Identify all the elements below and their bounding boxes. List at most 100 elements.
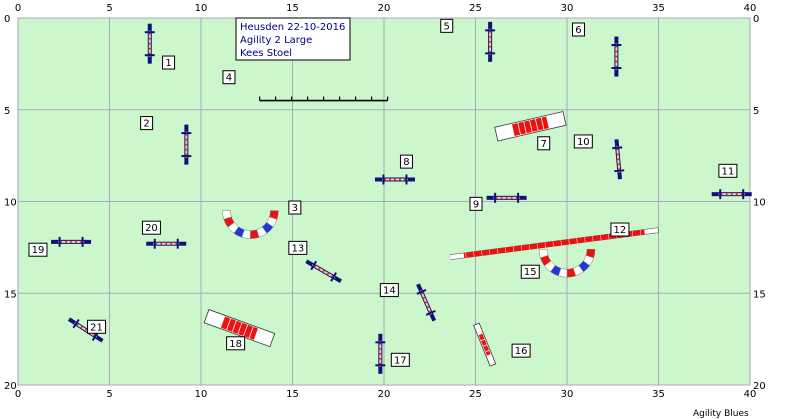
- y-tick-label-left: 5: [4, 106, 10, 117]
- obstacle-number-18: 18: [226, 336, 246, 351]
- x-tick-label-bottom: 10: [195, 389, 208, 400]
- svg-text:18: 18: [229, 339, 242, 350]
- x-tick-label-top: 40: [744, 3, 757, 14]
- obstacle-number-21: 21: [87, 319, 107, 334]
- svg-text:15: 15: [524, 267, 537, 278]
- obstacle-jump: [181, 124, 192, 165]
- obstacle-number-2: 2: [140, 116, 154, 131]
- svg-text:11: 11: [722, 166, 735, 177]
- obstacle-number-19: 19: [28, 242, 48, 257]
- obstacle-jump: [611, 36, 622, 77]
- svg-text:1: 1: [165, 58, 171, 69]
- obstacle-number-5: 5: [440, 18, 454, 33]
- x-tick-label-top: 0: [15, 3, 21, 14]
- obstacle-jump: [711, 189, 752, 200]
- obstacle-number-1: 1: [162, 55, 176, 70]
- obstacle-tunnel-u: [222, 210, 279, 239]
- obstacle-number-9: 9: [469, 196, 483, 211]
- obstacle-number-4: 4: [222, 70, 236, 85]
- obstacle-jump: [67, 317, 104, 343]
- header-info-box: Heusden 22-10-2016 Agility 2 Large Kees …: [235, 17, 351, 61]
- svg-text:3: 3: [292, 203, 298, 214]
- obstacle-number-6: 6: [571, 22, 585, 37]
- y-tick-label-left: 20: [4, 381, 17, 392]
- grid-lines: [17, 17, 751, 386]
- x-tick-label-bottom: 15: [286, 389, 299, 400]
- svg-text:20: 20: [145, 223, 158, 234]
- svg-text:21: 21: [90, 322, 103, 333]
- obstacle-number-7: 7: [537, 136, 551, 151]
- obstacle-tunnel-u: [538, 248, 596, 278]
- obstacle-number-15: 15: [520, 264, 540, 279]
- x-tick-label-bottom: 25: [469, 389, 482, 400]
- obstacle-number-13: 13: [288, 240, 308, 255]
- y-tick-label-right: 20: [753, 381, 766, 392]
- x-tick-label-top: 20: [378, 3, 391, 14]
- obstacle-jump: [374, 174, 415, 185]
- x-tick-label-top: 10: [195, 3, 208, 14]
- obstacle-dogwalk: [449, 227, 659, 261]
- x-tick-label-bottom: 0: [15, 389, 21, 400]
- svg-text:10: 10: [577, 137, 590, 148]
- header-title: Heusden 22-10-2016: [240, 22, 345, 33]
- x-tick-label-bottom: 30: [561, 389, 574, 400]
- obstacle-number-10: 10: [573, 134, 593, 149]
- header-class: Agility 2 Large: [240, 35, 312, 46]
- obstacle-jump: [375, 333, 386, 374]
- obstacle-jump: [486, 192, 527, 203]
- obstacle-plank: [203, 309, 276, 348]
- svg-text:19: 19: [32, 245, 45, 256]
- x-tick-label-top: 5: [106, 3, 112, 14]
- obstacles-layer: [51, 21, 752, 374]
- obstacle-jump: [416, 283, 437, 322]
- svg-text:12: 12: [614, 225, 627, 236]
- y-tick-label-right: 5: [753, 106, 759, 117]
- y-tick-label-left: 15: [4, 289, 17, 300]
- y-tick-label-right: 10: [753, 198, 766, 209]
- footer-credit: Agility Blues: [693, 409, 749, 419]
- svg-text:8: 8: [403, 157, 409, 168]
- obstacle-number-11: 11: [718, 163, 738, 178]
- x-tick-label-top: 35: [652, 3, 665, 14]
- svg-text:2: 2: [143, 119, 149, 130]
- y-tick-label-left: 0: [4, 14, 10, 25]
- y-tick-label-right: 15: [753, 289, 766, 300]
- obstacle-wall: [259, 96, 389, 102]
- x-tick-label-bottom: 40: [744, 389, 757, 400]
- y-tick-label-left: 10: [4, 198, 17, 209]
- svg-text:13: 13: [291, 243, 304, 254]
- obstacle-plank: [494, 111, 567, 142]
- obstacle-number-3: 3: [288, 200, 302, 215]
- obstacle-number-16: 16: [511, 343, 531, 358]
- svg-text:17: 17: [394, 355, 407, 366]
- obstacle-plank-small: [473, 322, 497, 367]
- obstacle-jump: [305, 259, 342, 283]
- svg-text:14: 14: [383, 286, 396, 297]
- x-tick-label-top: 25: [469, 3, 482, 14]
- obstacle-jump: [612, 139, 625, 180]
- obstacle-number-20: 20: [141, 220, 161, 235]
- x-tick-label-bottom: 20: [378, 389, 391, 400]
- obstacle-jump: [144, 23, 155, 64]
- obstacle-number-8: 8: [399, 154, 413, 169]
- svg-text:4: 4: [226, 73, 232, 84]
- obstacle-number-14: 14: [379, 283, 399, 298]
- svg-text:16: 16: [515, 346, 528, 357]
- obstacle-jump: [485, 21, 496, 62]
- x-tick-label-bottom: 5: [106, 389, 112, 400]
- obstacle-jump: [51, 236, 92, 247]
- svg-text:6: 6: [575, 25, 581, 36]
- header-judge: Kees Stoel: [240, 48, 292, 59]
- x-tick-label-bottom: 35: [652, 389, 665, 400]
- obstacle-number-17: 17: [390, 352, 410, 367]
- obstacle-jump: [146, 238, 187, 249]
- svg-text:5: 5: [444, 21, 450, 32]
- svg-text:9: 9: [473, 199, 479, 210]
- obstacle-number-12: 12: [610, 222, 630, 237]
- x-tick-label-top: 15: [286, 3, 299, 14]
- svg-text:7: 7: [541, 139, 547, 150]
- y-tick-label-right: 0: [753, 14, 759, 25]
